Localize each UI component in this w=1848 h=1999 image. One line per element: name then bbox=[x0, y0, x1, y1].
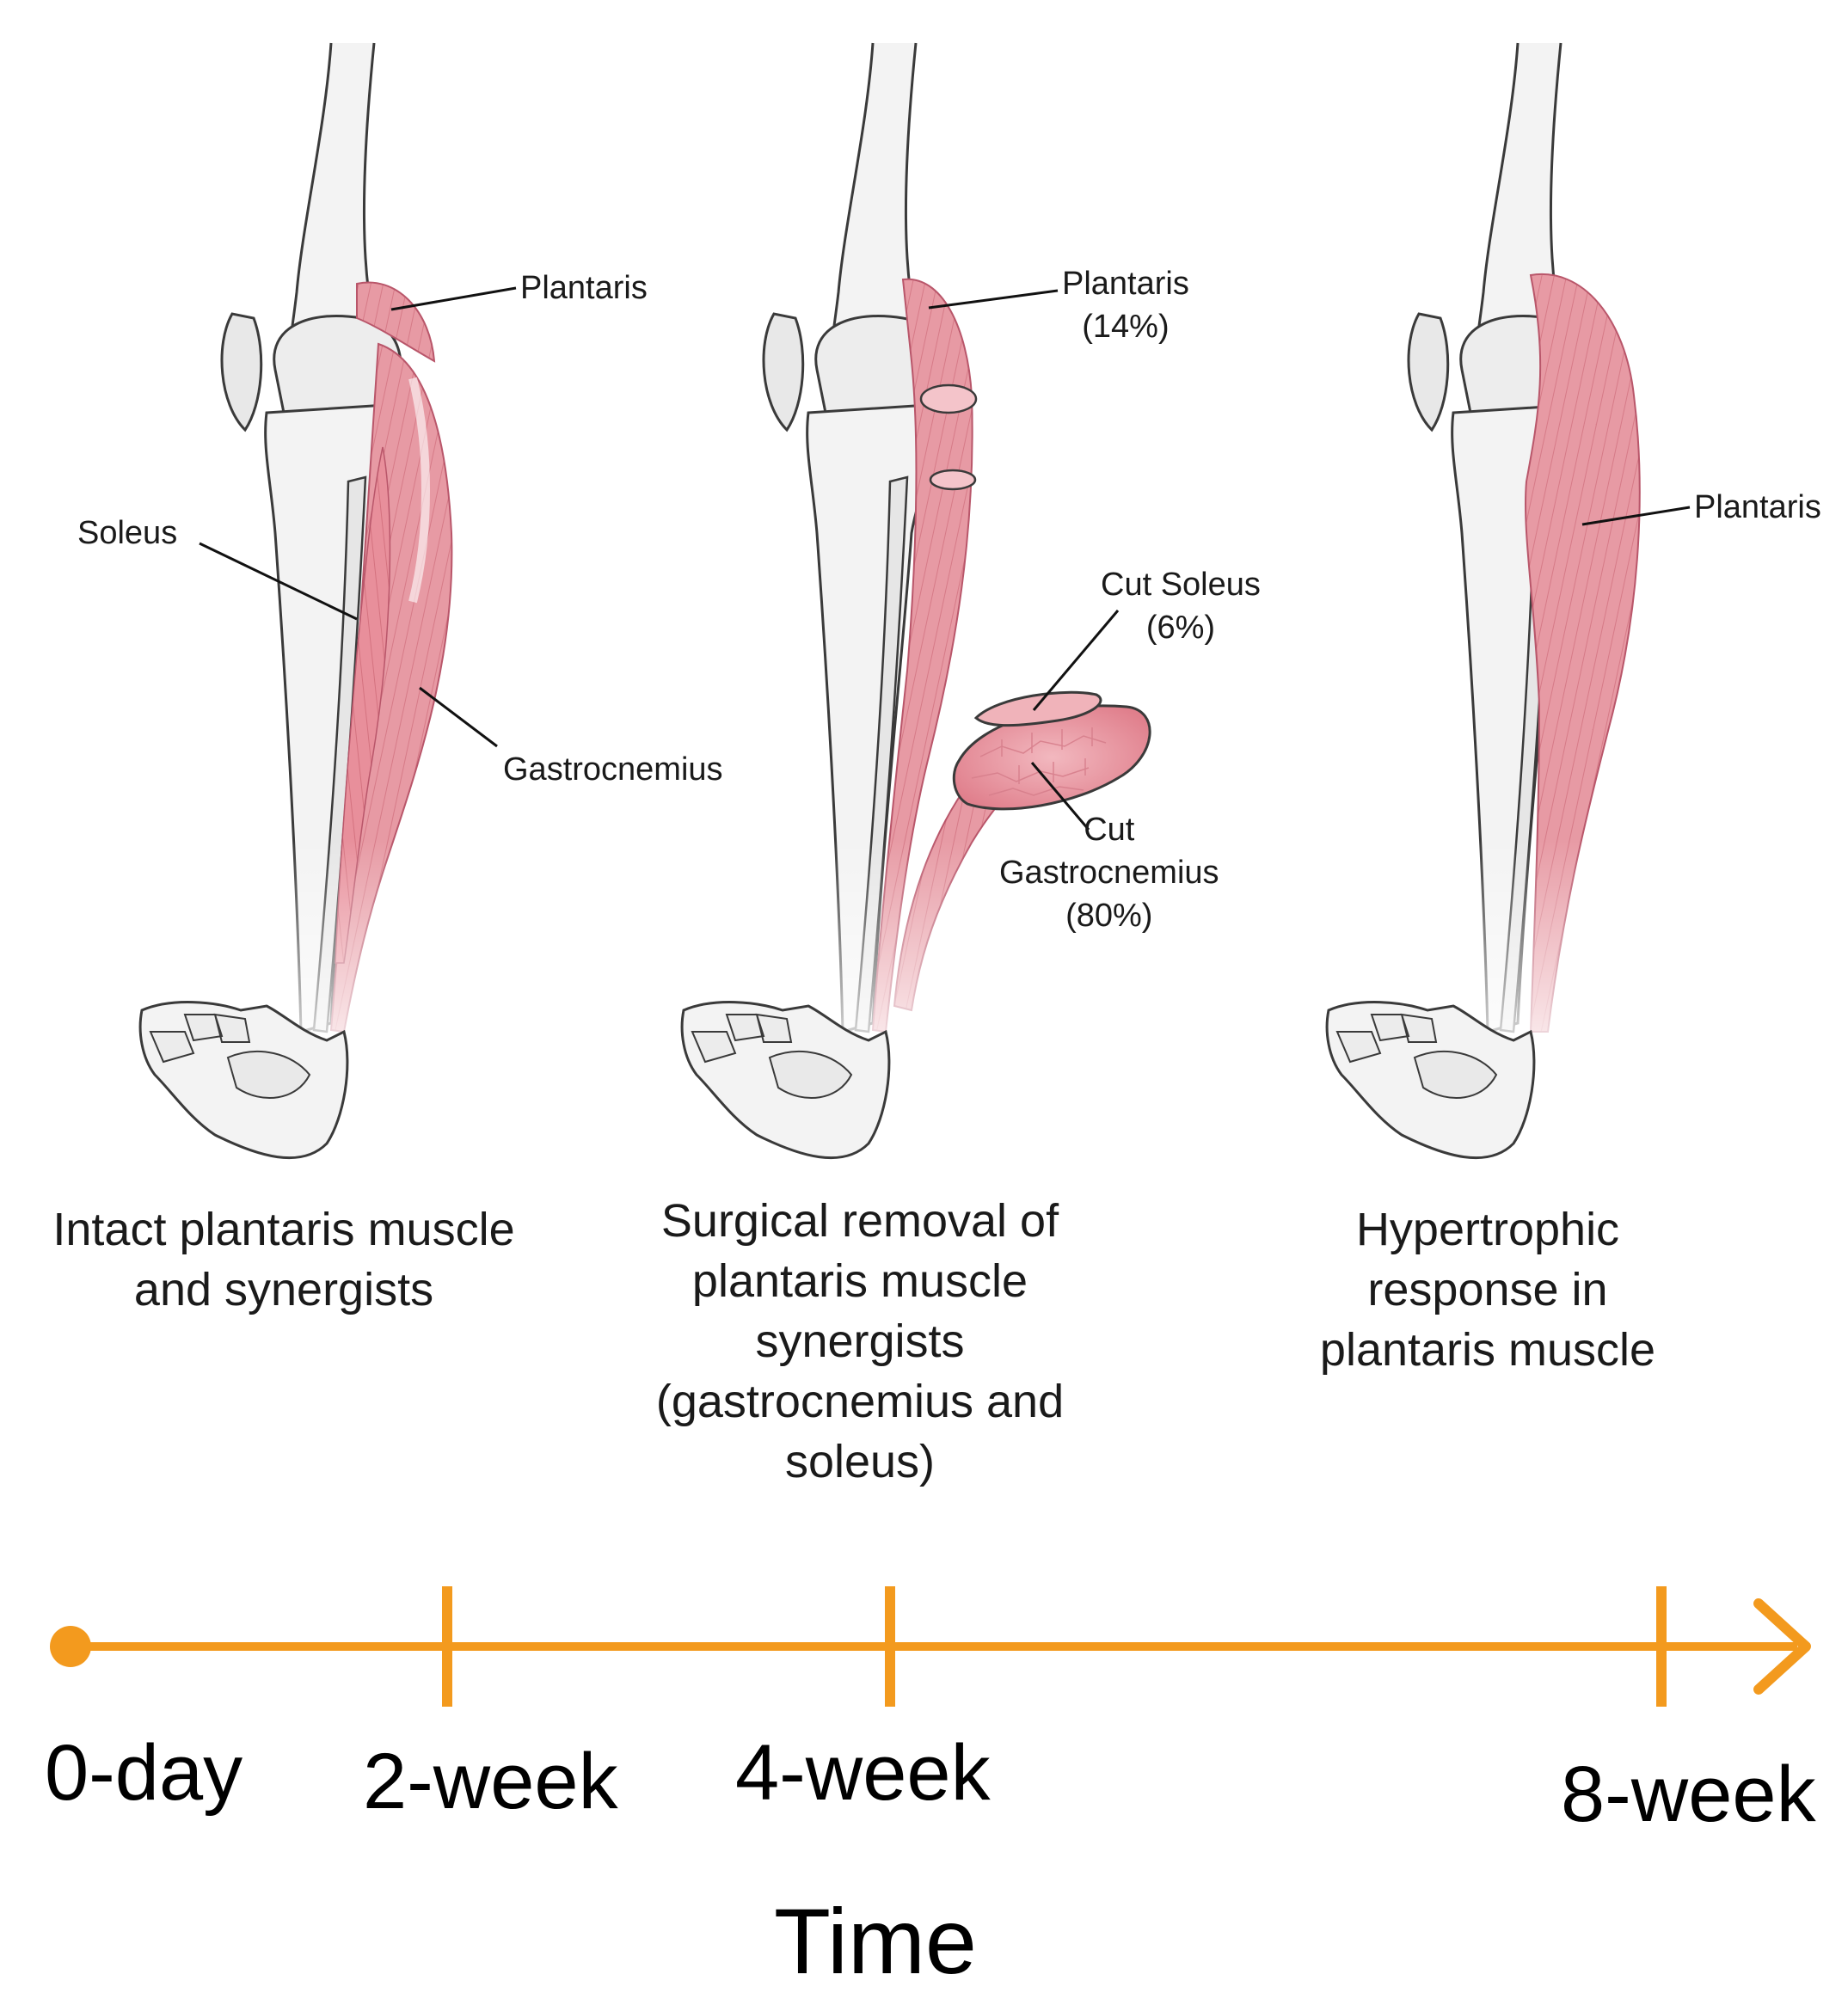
caption-intact-line2: and synergists bbox=[17, 1260, 550, 1320]
label-plantaris-3: Plantaris bbox=[1694, 486, 1821, 529]
label-cut-soleus: Cut Soleus (6%) bbox=[1101, 563, 1261, 649]
tick-label-4week: 4-week bbox=[735, 1728, 991, 1818]
label-cut-soleus-name: Cut Soleus bbox=[1101, 563, 1261, 606]
caption-surgery-line5: soleus) bbox=[602, 1432, 1118, 1492]
leg-hypertrophy bbox=[1327, 43, 1660, 1158]
caption-hypertrophy-line2: response in bbox=[1273, 1260, 1703, 1320]
caption-hypertrophy-line3: plantaris muscle bbox=[1273, 1320, 1703, 1380]
label-soleus-1: Soleus bbox=[77, 512, 177, 555]
label-cut-gastrocnemius: Cut Gastrocnemius (80%) bbox=[999, 808, 1219, 937]
caption-intact: Intact plantaris muscle and synergists bbox=[17, 1199, 550, 1320]
label-plantaris-2-name: Plantaris bbox=[1062, 262, 1189, 305]
label-plantaris-2-pct: (14%) bbox=[1062, 305, 1189, 348]
caption-surgery-line3: synergists bbox=[602, 1311, 1118, 1371]
label-cut-gastrocnemius-name: Cut bbox=[999, 808, 1219, 851]
timeline-start-dot bbox=[50, 1626, 91, 1667]
patella-bone bbox=[764, 314, 803, 430]
timeline-title: Time bbox=[774, 1887, 977, 1995]
tick-label-2week: 2-week bbox=[363, 1737, 618, 1827]
tick-label-8week: 8-week bbox=[1561, 1750, 1816, 1840]
caption-hypertrophy-line1: Hypertrophic bbox=[1273, 1199, 1703, 1260]
label-cut-gastrocnemius-pct: (80%) bbox=[999, 894, 1219, 937]
leader-plantaris-1 bbox=[391, 288, 516, 310]
label-cut-soleus-pct: (6%) bbox=[1101, 606, 1261, 649]
label-plantaris-2: Plantaris (14%) bbox=[1062, 262, 1189, 348]
caption-intact-line1: Intact plantaris muscle bbox=[17, 1199, 550, 1260]
timeline-axis bbox=[50, 1586, 1806, 1707]
caption-hypertrophy: Hypertrophic response in plantaris muscl… bbox=[1273, 1199, 1703, 1380]
tick-label-0day: 0-day bbox=[45, 1728, 243, 1818]
label-cut-gastrocnemius-name2: Gastrocnemius bbox=[999, 851, 1219, 894]
leg-intact bbox=[140, 43, 482, 1158]
caption-surgery-line4: (gastrocnemius and bbox=[602, 1371, 1118, 1432]
label-plantaris-1: Plantaris bbox=[520, 267, 648, 310]
caption-surgery-line2: plantaris muscle bbox=[602, 1251, 1118, 1311]
leader-plantaris-2 bbox=[929, 291, 1058, 308]
label-gastrocnemius-1: Gastrocnemius bbox=[503, 748, 723, 791]
caption-surgery-line1: Surgical removal of bbox=[602, 1191, 1118, 1251]
caption-surgery: Surgical removal of plantaris muscle syn… bbox=[602, 1191, 1118, 1492]
patella-bone bbox=[222, 314, 261, 430]
patella-bone bbox=[1409, 314, 1448, 430]
leg-surgery bbox=[682, 43, 1150, 1158]
